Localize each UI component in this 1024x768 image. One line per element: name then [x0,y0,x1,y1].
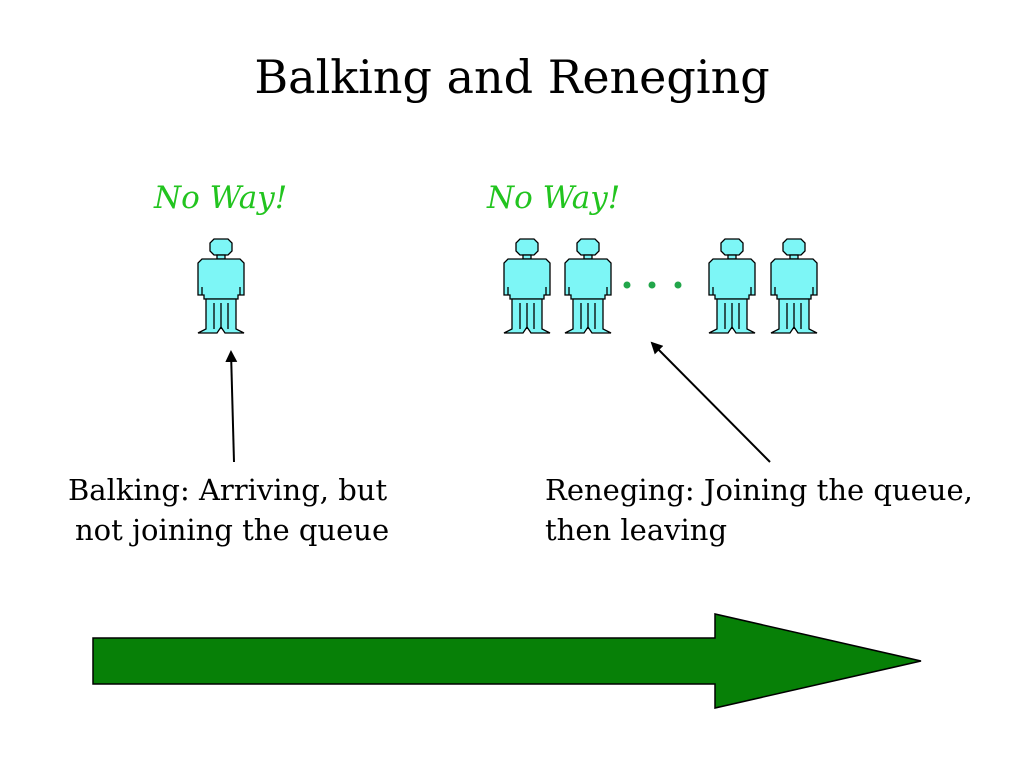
balking-exclamation: No Way! [154,180,288,216]
queue-person-icon [503,238,551,334]
balking-pointer-arrow [225,350,238,463]
reneging-pointer-arrow [650,341,771,463]
queue-person-icon [770,238,818,334]
queue-person-icon [564,238,612,334]
queue-person-icon [708,238,756,334]
slide-title: Balking and Reneging [254,50,770,104]
time-direction-arrow [92,613,922,709]
balking-caption-line2: not joining the queue [75,513,390,547]
balking-caption-line1: Balking: Arriving, but [68,473,388,507]
balking-person-icon [197,238,245,334]
queue-ellipsis [623,281,682,289]
reneging-caption-line2: then leaving [545,513,728,547]
reneging-exclamation: No Way! [487,180,621,216]
reneging-caption-line1: Reneging: Joining the queue, [545,473,973,507]
